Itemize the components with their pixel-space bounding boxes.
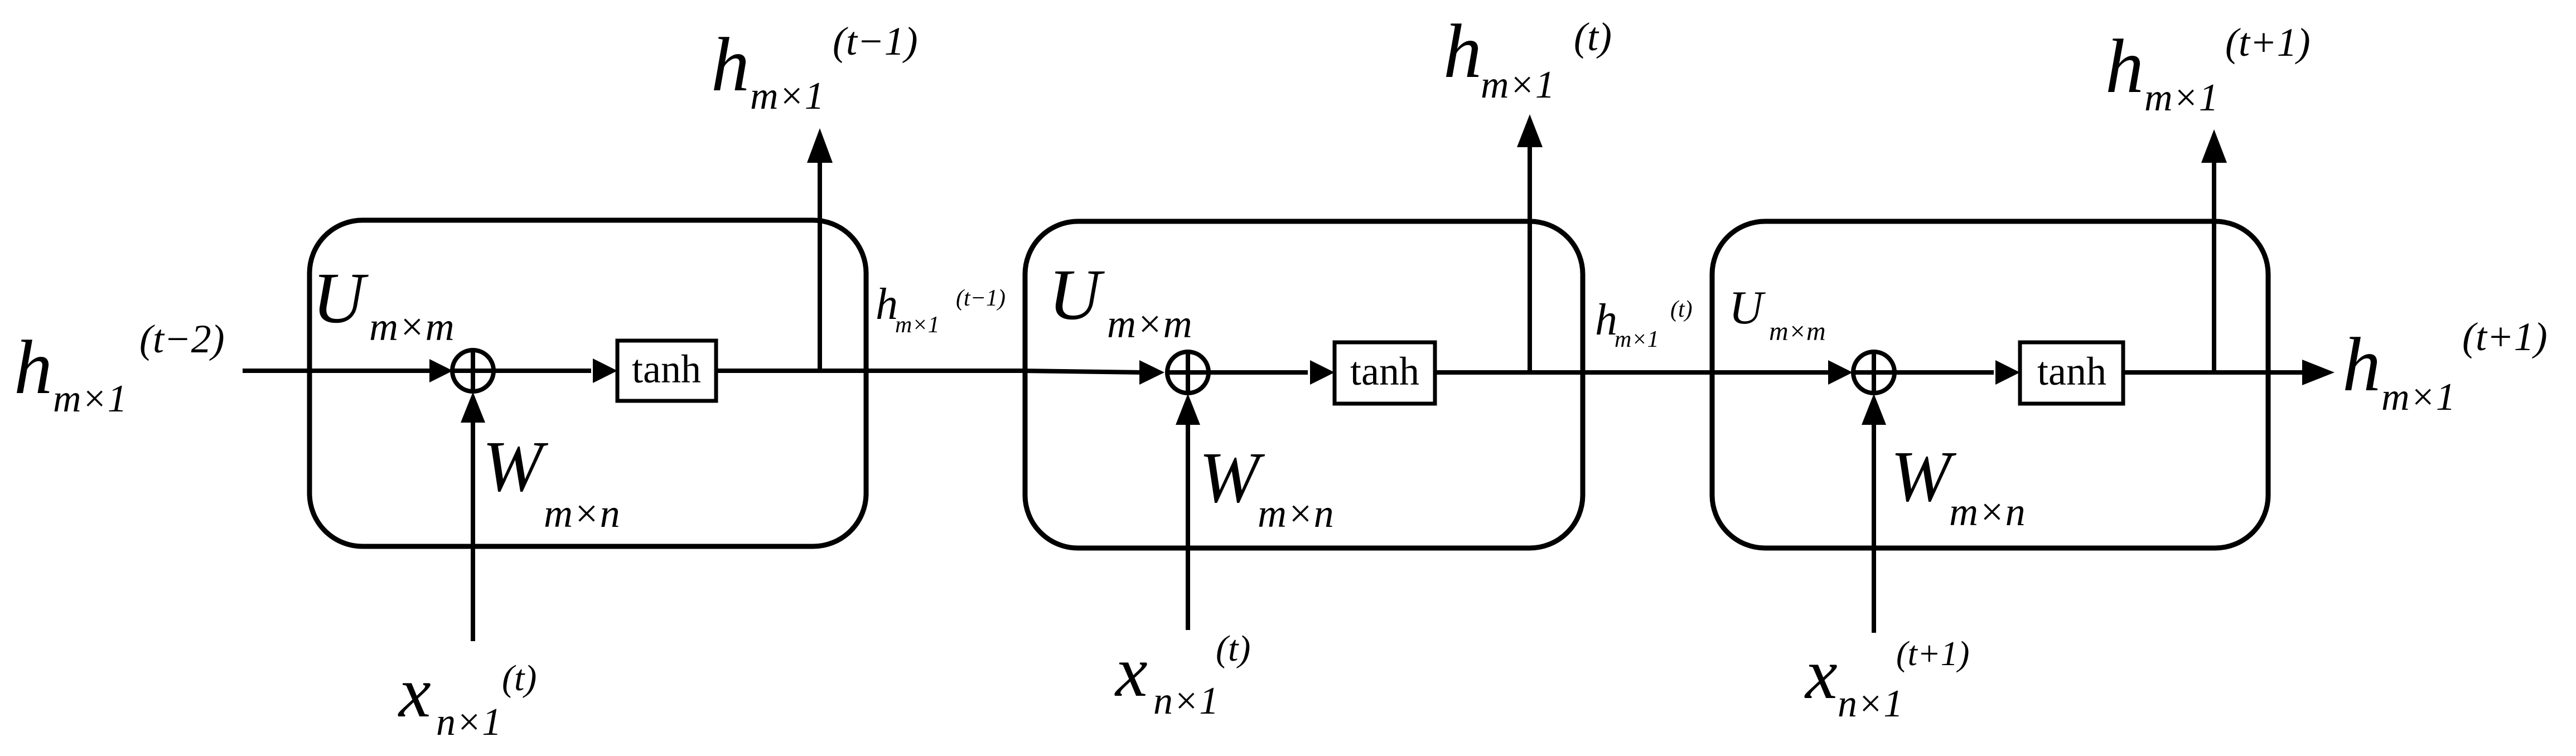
arrowhead <box>429 359 453 382</box>
label-sup: (t) <box>1574 14 1612 59</box>
tanh-label: tanh <box>2037 349 2106 394</box>
label-sup: (t) <box>1216 628 1250 669</box>
label-base: h <box>14 324 52 410</box>
cell-1-u-label: U m×m <box>312 258 455 349</box>
rnn-cell-1: tanh <box>243 128 1021 641</box>
cell-1-hidden-output-label: h m×1 (t−1) <box>711 19 918 118</box>
label-sub: m×n <box>1949 490 2026 534</box>
label-sub: m×n <box>1258 491 1334 536</box>
cell-3-hidden-output-label: h m×1 (t+1) <box>2105 20 2311 119</box>
label-sup: (t+1) <box>2225 20 2311 65</box>
label-base: W <box>1891 437 1957 517</box>
label-base: h <box>1595 295 1617 345</box>
label-sub: m×1 <box>53 377 127 420</box>
cell-2-w-label: W m×n <box>1199 438 1334 536</box>
hidden-state-input-label: h m×1 (t−2) <box>14 317 225 420</box>
label-sub: n×1 <box>1838 682 1903 725</box>
arrowhead <box>1176 394 1200 425</box>
cell-3-input-label: x n×1 (t+1) <box>1804 634 1969 725</box>
tanh-label: tanh <box>632 347 701 391</box>
label-sup: (t+1) <box>2462 314 2548 359</box>
arrowhead <box>1995 360 2020 385</box>
arrowhead <box>807 128 833 163</box>
cell-2-input-label: x n×1 (t) <box>1114 628 1250 723</box>
label-sup: (t) <box>1670 297 1693 322</box>
hidden-state-output-label: h m×1 (t+1) <box>2342 314 2548 419</box>
label-sup: (t+1) <box>1896 635 1969 673</box>
label-sub: m×m <box>1107 302 1192 346</box>
cell-box <box>1709 219 2271 551</box>
arrowhead <box>1139 360 1164 385</box>
label-base: h <box>1443 8 1482 94</box>
label-sub: m×1 <box>2381 376 2456 419</box>
label-sup: (t−2) <box>139 317 225 361</box>
arrowhead <box>1828 360 1853 385</box>
rnn-cell-3: tanh <box>1709 129 2335 633</box>
label-sub: m×m <box>1769 317 1826 346</box>
label-sub: m×1 <box>1481 64 1555 106</box>
label-base: h <box>711 22 750 107</box>
label-sub: m×m <box>369 304 455 349</box>
arrowhead <box>2302 360 2335 385</box>
label-sub: m×1 <box>1615 327 1659 352</box>
arrowhead <box>1517 114 1543 147</box>
cell-box <box>307 217 869 549</box>
tanh-label: tanh <box>1350 349 1419 394</box>
label-base: U <box>1048 255 1105 335</box>
arrowhead <box>1862 394 1886 425</box>
label-sub: m×1 <box>895 312 940 338</box>
arrowhead <box>461 392 485 423</box>
label-base: U <box>1729 282 1766 334</box>
label-sub: n×1 <box>436 701 501 744</box>
label-sup: (t−1) <box>956 285 1006 311</box>
cell-box <box>1022 219 1586 551</box>
cell-3-u-label: U m×m <box>1729 282 1826 346</box>
transfer-label-2: h m×1 (t) <box>1595 295 1693 352</box>
label-base: x <box>398 652 431 733</box>
label-sub: m×n <box>544 491 620 536</box>
label-sub: m×1 <box>2144 76 2219 119</box>
label-base: W <box>1199 438 1265 518</box>
hidden-input-line <box>1020 369 1144 375</box>
cell-2-hidden-output-label: h m×1 (t) <box>1443 8 1612 106</box>
arrowhead <box>2201 129 2227 163</box>
cell-1-w-label: W m×n <box>482 427 620 536</box>
label-sup: (t−1) <box>833 19 918 64</box>
arrowhead <box>593 358 617 383</box>
label-sub: n×1 <box>1153 680 1219 723</box>
arrowhead <box>1310 360 1335 385</box>
cell-3-w-label: W m×n <box>1891 437 2026 534</box>
label-base: h <box>2105 23 2144 109</box>
rnn-cell-2: tanh <box>1020 114 1813 630</box>
label-base: x <box>1804 634 1838 714</box>
label-base: x <box>1114 632 1148 712</box>
cell-1-input-label: x n×1 (t) <box>398 652 537 744</box>
label-base: U <box>312 258 369 338</box>
label-base: h <box>2342 322 2381 407</box>
transfer-label-1: h m×1 (t−1) <box>876 280 1006 338</box>
cell-2-u-label: U m×m <box>1048 255 1192 346</box>
label-base: W <box>482 427 549 507</box>
label-sup: (t) <box>502 658 537 699</box>
label-base: h <box>876 280 898 329</box>
label-sub: m×1 <box>750 75 824 118</box>
